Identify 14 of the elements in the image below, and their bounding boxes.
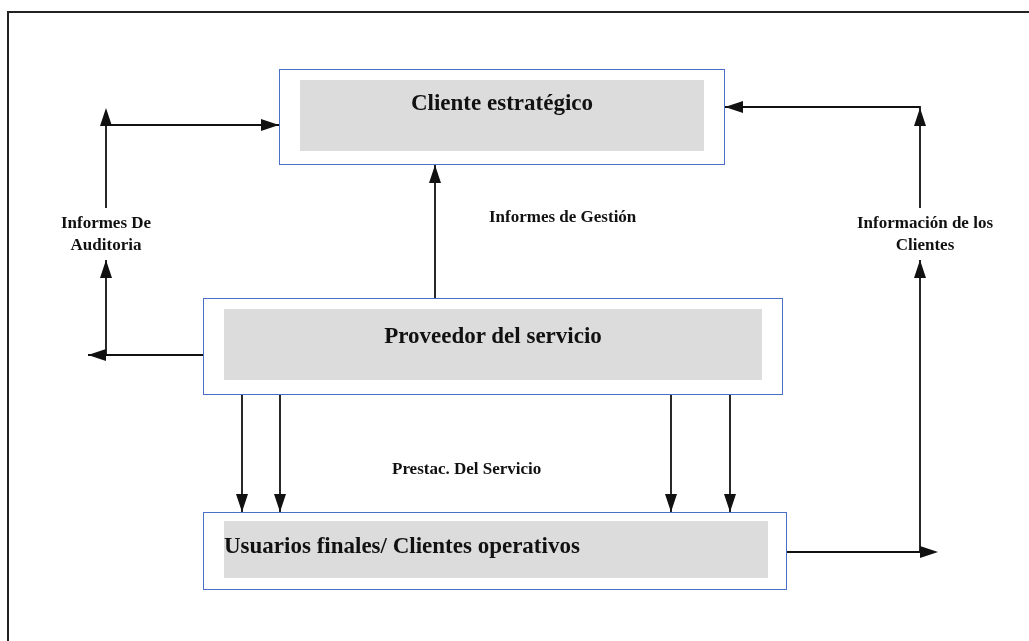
process-box xyxy=(203,512,787,590)
box-title: Proveedor del servicio xyxy=(224,309,762,380)
arrow xyxy=(87,349,204,361)
arrow xyxy=(724,394,736,513)
node-label: Información de los Clientes xyxy=(840,208,1010,260)
box-title: Usuarios finales/ Clientes operativos xyxy=(224,521,768,578)
arrow xyxy=(274,394,286,513)
arrow xyxy=(429,164,441,299)
arrow xyxy=(236,394,248,513)
node-label: Informes De Auditoria xyxy=(30,208,182,260)
process-box xyxy=(203,298,783,395)
process-box xyxy=(279,69,725,165)
arrow xyxy=(665,394,677,513)
box-title: Cliente estratégico xyxy=(300,80,704,151)
